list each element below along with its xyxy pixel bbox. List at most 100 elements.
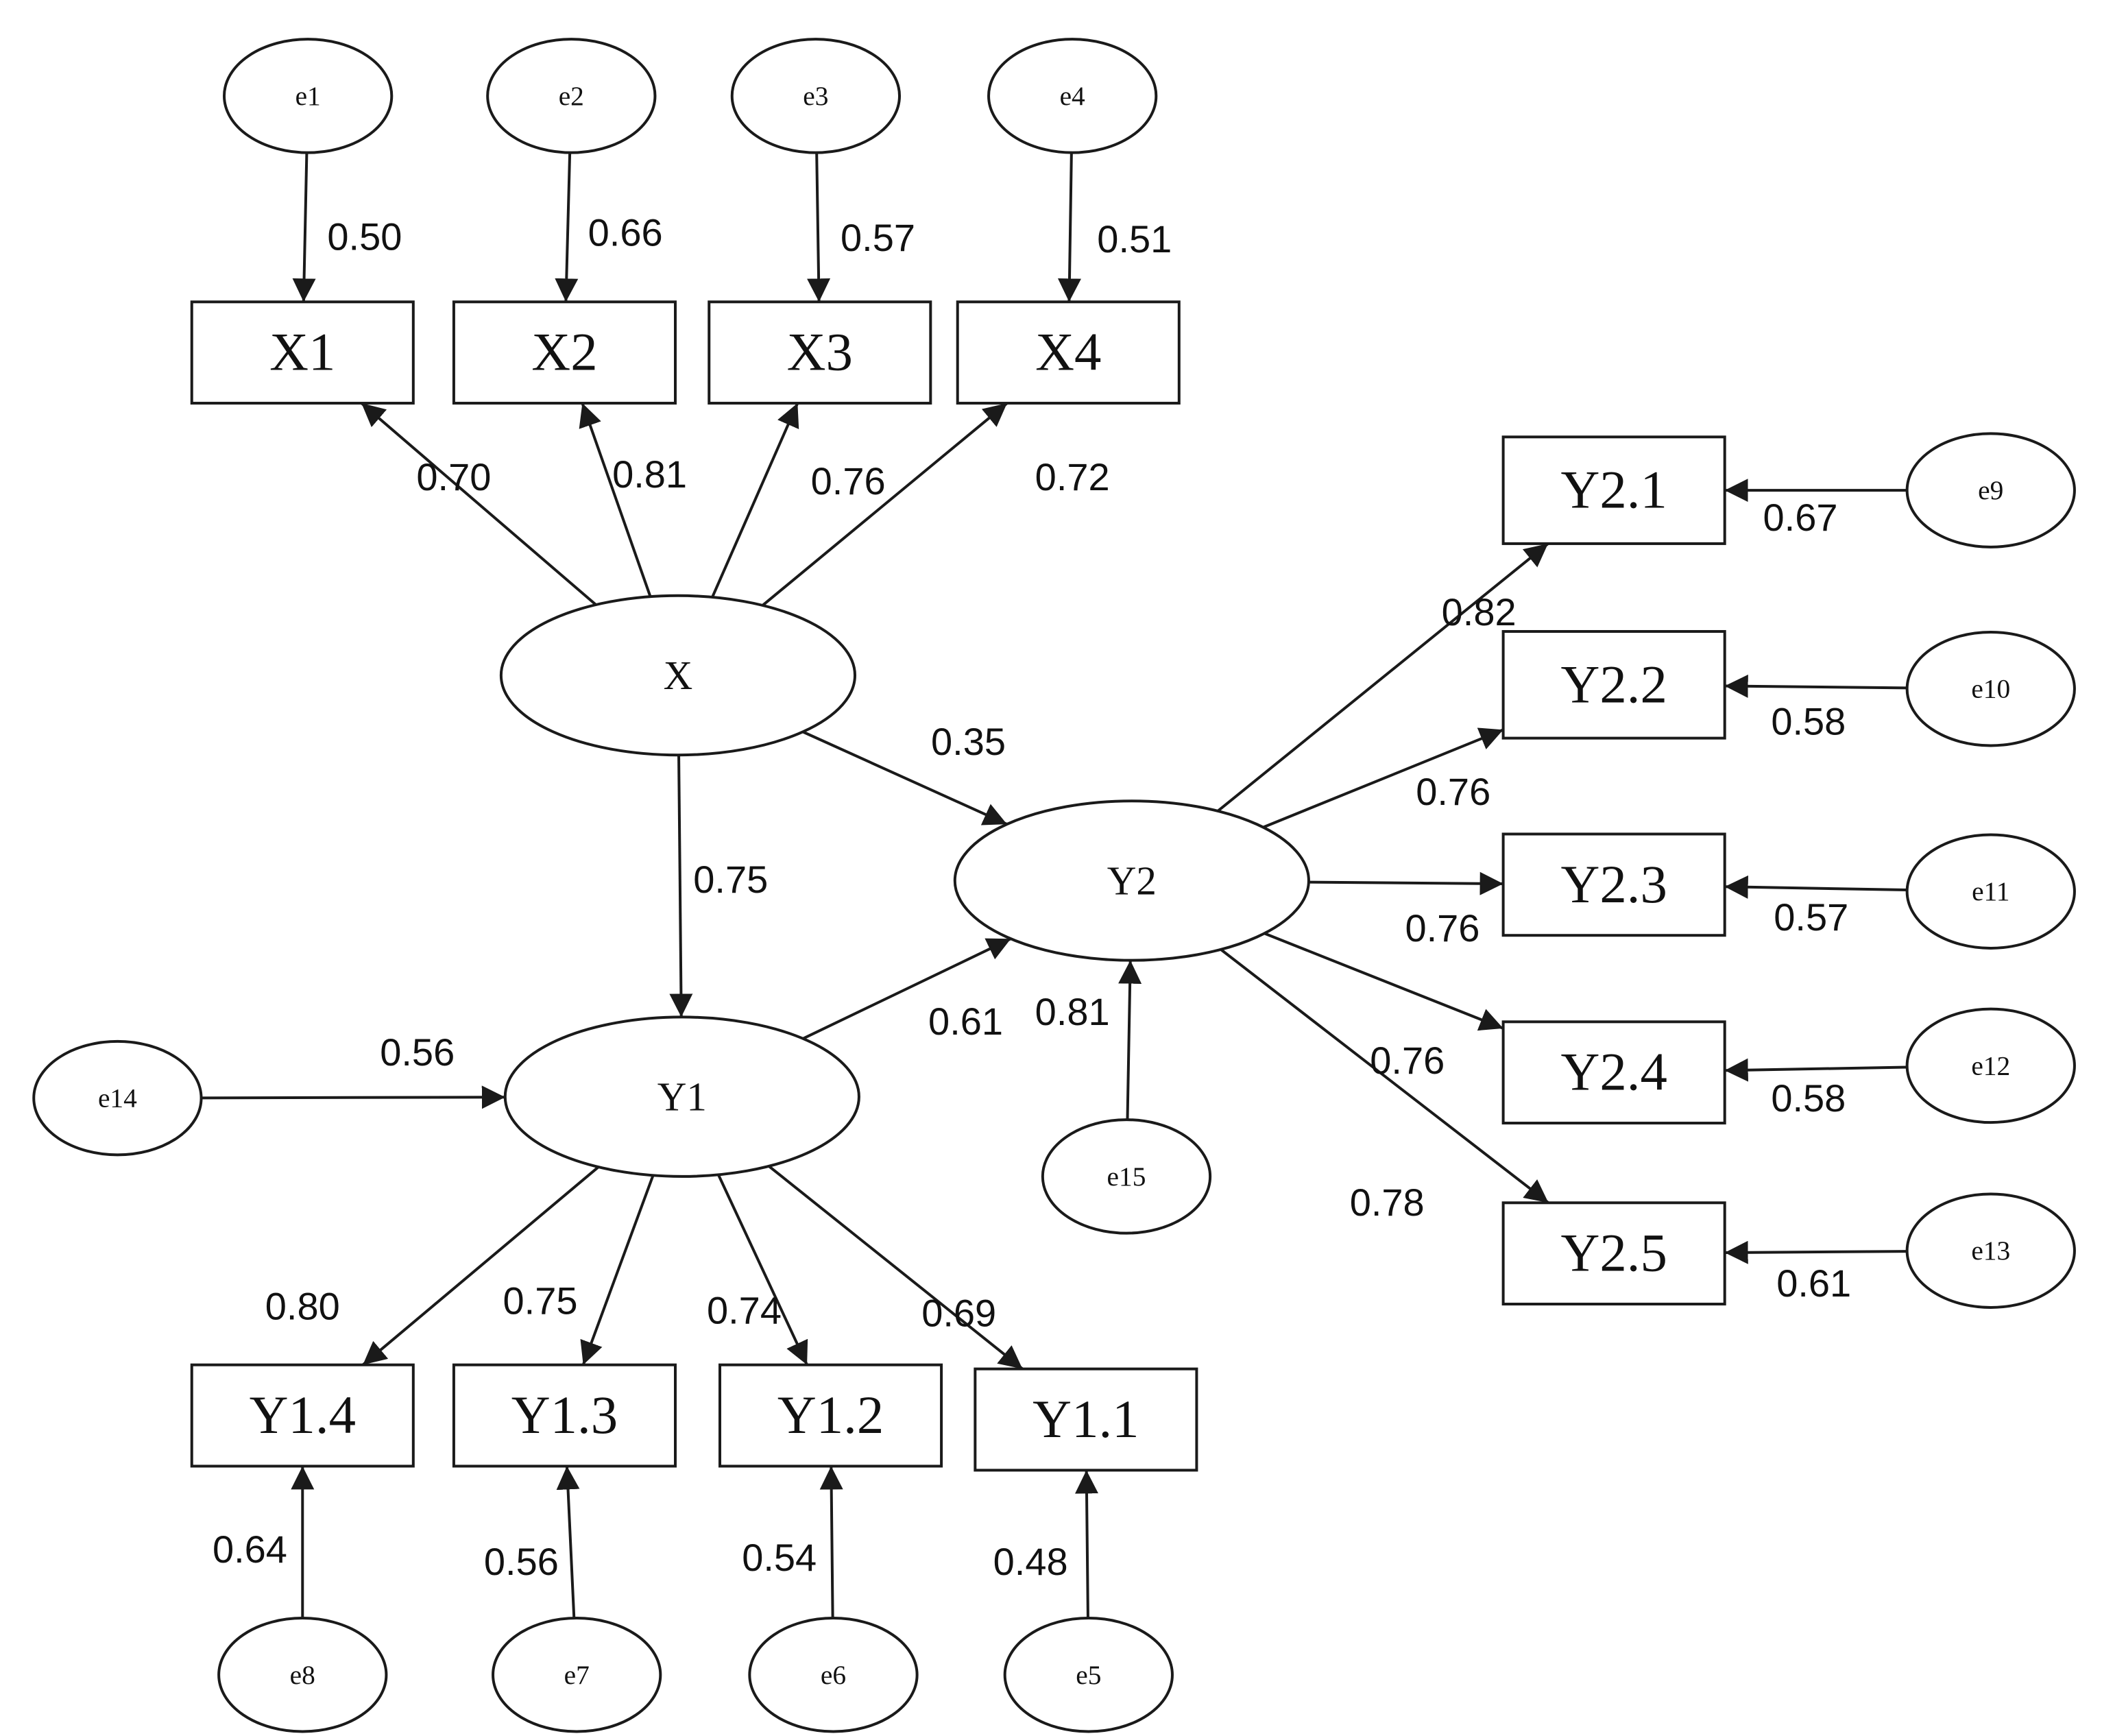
ellipse-shape <box>223 38 394 154</box>
box-shape <box>718 1363 943 1468</box>
edge-Y2-to-Y2-3 <box>1308 871 1503 895</box>
box-shape <box>1501 1201 1726 1306</box>
box-shape <box>452 1363 677 1468</box>
error-node-e9: e9 <box>1905 432 2076 548</box>
ellipse-shape <box>503 1015 860 1178</box>
edge-label-X-to-Y2: 0.35 <box>931 720 1006 763</box>
edge-e4-to-X4 <box>1057 152 1081 302</box>
edge-label-X-to-X4: 0.72 <box>1035 455 1110 498</box>
node-label: e8 <box>290 1660 315 1690</box>
node-label: Y2.3 <box>1560 855 1667 915</box>
error-node-e12: e12 <box>1905 1007 2076 1124</box>
edge-e6-to-Y1-2 <box>819 1466 843 1619</box>
edge-label-e10-to-Y2-2: 0.58 <box>1771 699 1846 743</box>
node-label: e5 <box>1076 1660 1101 1690</box>
error-node-e11: e11 <box>1905 833 2076 950</box>
error-node-e6: e6 <box>748 1617 919 1733</box>
edge-label-e5-to-Y1-1: 0.48 <box>993 1540 1068 1583</box>
edge-e15-to-Y2 <box>1118 960 1142 1120</box>
edge-Y1-to-Y1-1 <box>768 1165 1024 1371</box>
ellipse-shape <box>1041 1118 1212 1235</box>
latent-node-y2: Y2 <box>953 799 1310 962</box>
edge-X-to-X3 <box>711 402 799 598</box>
ellipse-shape <box>492 1617 662 1733</box>
edge-e1-to-X1 <box>292 152 316 302</box>
edge-label-e11-to-Y2-3: 0.57 <box>1774 895 1848 939</box>
observed-node-y2-1: Y2.1 <box>1501 435 1726 545</box>
node-label: e9 <box>1978 475 2003 505</box>
node-label: X3 <box>787 323 853 383</box>
observed-node-y2-5: Y2.5 <box>1501 1201 1726 1306</box>
box-shape <box>1501 832 1726 937</box>
error-node-e14: e14 <box>32 1039 203 1157</box>
node-label: Y2.5 <box>1560 1224 1667 1283</box>
node-label: e4 <box>1060 81 1085 111</box>
observed-node-x1: X1 <box>190 300 415 405</box>
edge-label-e13-to-Y2-5: 0.61 <box>1776 1262 1851 1305</box>
box-shape <box>190 300 415 405</box>
ellipse-shape <box>953 799 1310 962</box>
node-label: e6 <box>821 1660 846 1690</box>
ellipse-shape <box>1905 1192 2076 1309</box>
ellipse-shape <box>748 1617 919 1733</box>
node-label: Y2.4 <box>1560 1043 1667 1102</box>
edge-label-Y1-to-Y2: 0.61 <box>928 1000 1003 1043</box>
node-label: Y1.1 <box>1032 1390 1139 1449</box>
edge-label-Y2-to-Y2-2: 0.76 <box>1416 770 1490 813</box>
box-shape <box>708 300 932 405</box>
edge-label-e15-to-Y2: 0.81 <box>1035 990 1110 1033</box>
error-node-e1: e1 <box>223 38 394 154</box>
edge-label-e12-to-Y2-4: 0.58 <box>1771 1076 1846 1120</box>
edge-label-Y1-to-Y1-1: 0.69 <box>921 1291 996 1334</box>
node-label: Y2.1 <box>1560 461 1667 520</box>
error-node-e10: e10 <box>1905 630 2076 747</box>
observed-node-y1-2: Y1.2 <box>718 1363 943 1468</box>
observed-node-y1-4: Y1.4 <box>190 1363 415 1468</box>
edge-X-to-X1 <box>360 402 597 606</box>
edge-label-Y2-to-Y2-1: 0.82 <box>1442 590 1517 634</box>
node-label: e10 <box>1971 674 2010 704</box>
ellipse-shape <box>217 1617 388 1733</box>
edge-e2-to-X2 <box>555 152 579 302</box>
node-label: X4 <box>1035 323 1101 383</box>
edge-Y1-to-Y1-4 <box>361 1166 600 1366</box>
observed-node-y2-3: Y2.3 <box>1501 832 1726 937</box>
observed-node-y1-1: Y1.1 <box>974 1367 1198 1472</box>
edge-label-X-to-Y1: 0.75 <box>693 858 768 901</box>
edge-e3-to-X3 <box>807 152 831 302</box>
edge-e11-to-Y2-3 <box>1724 875 1907 899</box>
ellipse-shape <box>1905 1007 2076 1124</box>
error-node-e7: e7 <box>492 1617 662 1733</box>
edge-label-Y2-to-Y2-5: 0.78 <box>1350 1181 1425 1224</box>
ellipse-shape <box>987 38 1158 154</box>
edge-label-e3-to-X3: 0.57 <box>841 216 915 259</box>
edge-Y1-to-Y2 <box>802 937 1012 1040</box>
edge-e14-to-Y1 <box>201 1085 505 1109</box>
edge-label-Y1-to-Y1-3: 0.75 <box>503 1279 578 1323</box>
node-label: e2 <box>559 81 584 111</box>
edge-label-e14-to-Y1: 0.56 <box>380 1030 455 1074</box>
edge-label-X-to-X2: 0.81 <box>612 453 687 496</box>
observed-node-x2: X2 <box>452 300 677 405</box>
edge-Y2-to-Y2-2 <box>1262 727 1504 829</box>
edge-Y1-to-Y1-2 <box>717 1174 808 1366</box>
edge-X-to-X4 <box>762 402 1008 607</box>
edge-Y1-to-Y1-3 <box>580 1174 655 1366</box>
node-label: e1 <box>295 81 321 111</box>
node-label: X <box>664 653 693 698</box>
observed-node-y2-4: Y2.4 <box>1501 1020 1726 1125</box>
node-label: e15 <box>1107 1161 1146 1192</box>
edge-Y2-to-Y2-1 <box>1217 542 1549 812</box>
ellipse-shape <box>32 1039 203 1157</box>
node-label: Y1.4 <box>250 1386 356 1445</box>
edge-label-e6-to-Y1-2: 0.54 <box>742 1536 817 1579</box>
ellipse-shape <box>1003 1617 1174 1733</box>
edge-X-to-Y1 <box>669 755 693 1017</box>
edge-e10-to-Y2-2 <box>1724 674 1907 698</box>
error-node-e15: e15 <box>1041 1118 1212 1235</box>
observed-node-y1-3: Y1.3 <box>452 1363 677 1468</box>
edge-label-e4-to-X4: 0.51 <box>1097 217 1172 261</box>
